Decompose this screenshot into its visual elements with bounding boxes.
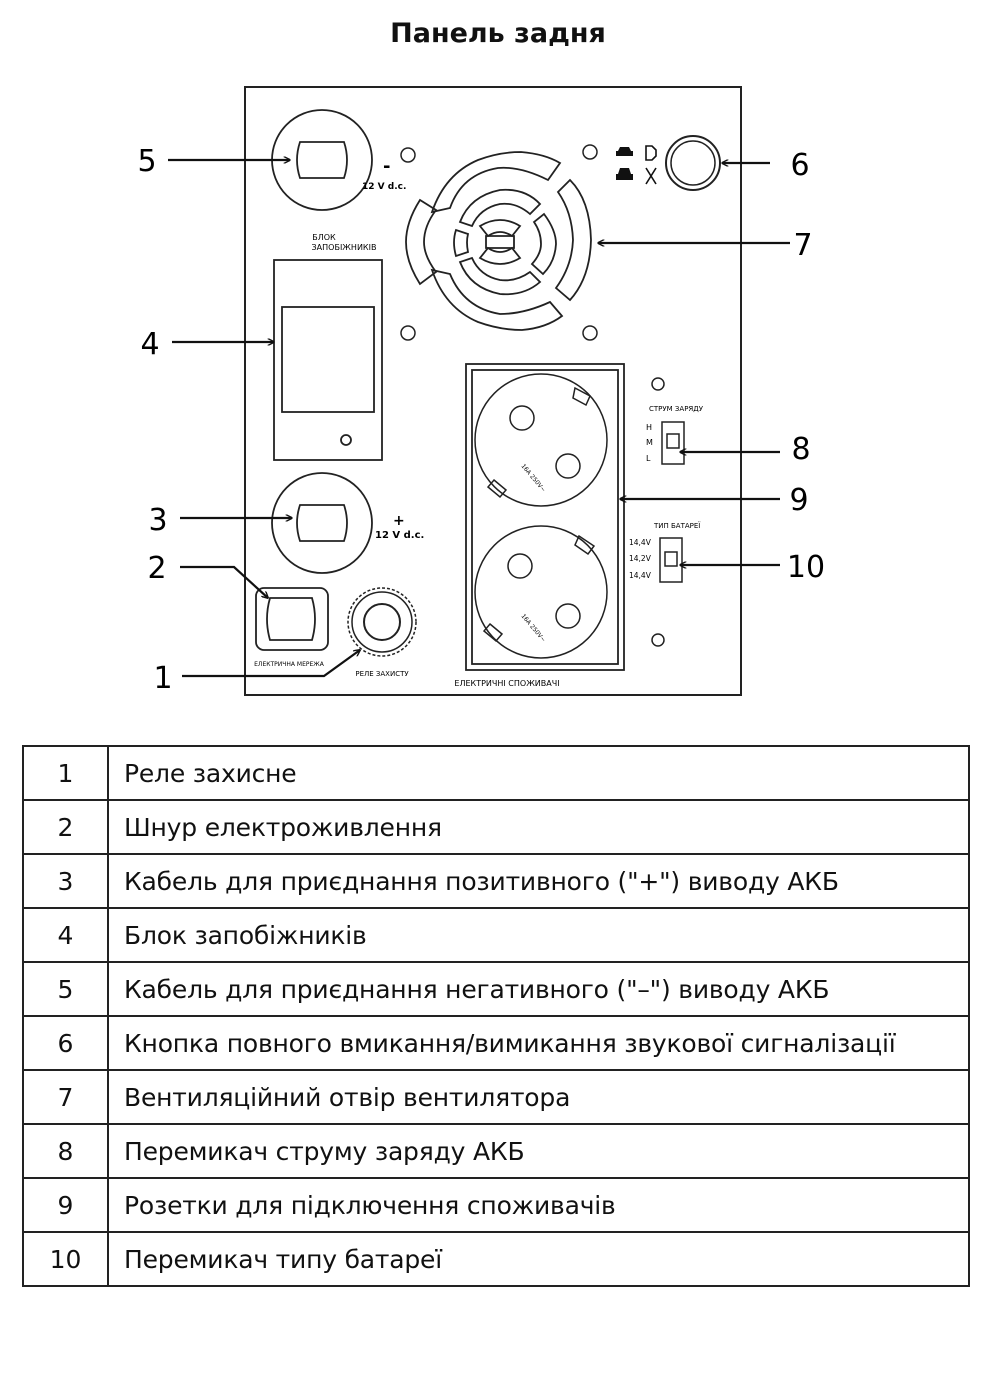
socket-lower: [474, 525, 608, 659]
charge-h-label: H: [646, 423, 652, 432]
negative-voltage-label: 12 V d.c.: [362, 182, 406, 192]
callout-number: 8: [791, 432, 810, 467]
battery-voltage-1: 14,4V: [629, 538, 652, 547]
row-number: 7: [22, 1069, 109, 1125]
sound-on-icon: [616, 145, 657, 161]
positive-terminal: [271, 472, 373, 574]
callout-number: 3: [148, 503, 167, 538]
callout-number: 1: [153, 661, 172, 696]
positive-voltage-label: 12 V d.c.: [375, 530, 424, 541]
callout-number: 9: [789, 483, 808, 518]
row-number: 2: [22, 799, 109, 855]
battery-voltage-3: 14,4V: [629, 571, 652, 580]
row-number: 4: [22, 907, 109, 963]
page-title: Панель задня: [390, 18, 606, 49]
sound-off-icon: [616, 167, 657, 185]
battery-voltage-2: 14,2V: [629, 554, 652, 563]
row-description: Перемикач типу батареї: [107, 1231, 970, 1287]
sound-toggle-button: [665, 135, 721, 191]
row-description: Шнур електроживлення: [107, 799, 970, 855]
fuse-block: [273, 259, 383, 461]
row-number: 6: [22, 1015, 109, 1071]
mount-hole: [400, 147, 416, 163]
callout-number: 5: [137, 144, 156, 179]
protection-relay: [347, 587, 417, 657]
battery-type-label: ТИП БАТАРЕЇ: [653, 521, 701, 530]
socket-upper: [474, 373, 608, 507]
fan-grille: [405, 151, 592, 331]
consumers-label: ЕЛЕКТРИЧНІ СПОЖИВАЧІ: [454, 679, 559, 688]
callout-arrows: [168, 160, 790, 678]
row-description: Розетки для підключення споживачів: [107, 1177, 970, 1233]
row-description: Вентиляційний отвір вентилятора: [107, 1069, 970, 1125]
row-description: Блок запобіжників: [107, 907, 970, 963]
charge-m-label: M: [646, 438, 653, 447]
mount-hole: [651, 633, 665, 647]
row-number: 8: [22, 1123, 109, 1179]
mount-hole: [400, 325, 416, 341]
row-description: Перемикач струму заряду АКБ: [107, 1123, 970, 1179]
negative-sign: -: [383, 156, 390, 177]
socket-rating-lower: 16A 250V~: [519, 613, 546, 644]
panel-outline: [244, 86, 742, 696]
fuse-block-label-line2: ЗАПОБІЖНИКІВ: [312, 243, 377, 252]
mains-label: ЕЛЕКТРИЧНА МЕРЕЖА: [254, 661, 325, 668]
positive-sign: +: [393, 513, 405, 529]
callout-number: 10: [787, 550, 825, 585]
socket-rating-upper: 16A 250V~: [519, 463, 546, 494]
battery-type-switch: [659, 537, 683, 583]
row-number: 9: [22, 1177, 109, 1233]
row-number: 3: [22, 853, 109, 909]
row-number: 1: [22, 745, 109, 801]
fuse-block-label-line1: БЛОК: [312, 233, 336, 242]
rear-panel-diagram: - 12 V d.c. БЛОК ЗАПОБІЖНИКІВ: [137, 86, 825, 696]
callout-number: 7: [793, 228, 812, 263]
row-description: Кнопка повного вмикання/вимикання звуков…: [107, 1015, 970, 1071]
sockets-block: [465, 363, 625, 671]
row-description: Кабель для приєднання негативного ("–") …: [107, 961, 970, 1017]
row-description: Кабель для приєднання позитивного ("+") …: [107, 853, 970, 909]
row-number: 5: [22, 961, 109, 1017]
callout-number: 4: [140, 327, 159, 362]
row-description: Реле захисне: [107, 745, 970, 801]
mount-hole: [651, 377, 665, 391]
mount-hole: [582, 325, 598, 341]
row-number: 10: [22, 1231, 109, 1287]
charge-current-switch: [661, 421, 685, 465]
power-cord-inlet: [255, 587, 329, 651]
callout-number: 6: [790, 148, 809, 183]
charge-l-label: L: [646, 454, 651, 463]
relay-label: РЕЛЕ ЗАХИСТУ: [355, 670, 409, 678]
charge-current-label: СТРУМ ЗАРЯДУ: [649, 405, 704, 413]
mount-hole: [582, 144, 598, 160]
callout-number: 2: [147, 551, 166, 586]
